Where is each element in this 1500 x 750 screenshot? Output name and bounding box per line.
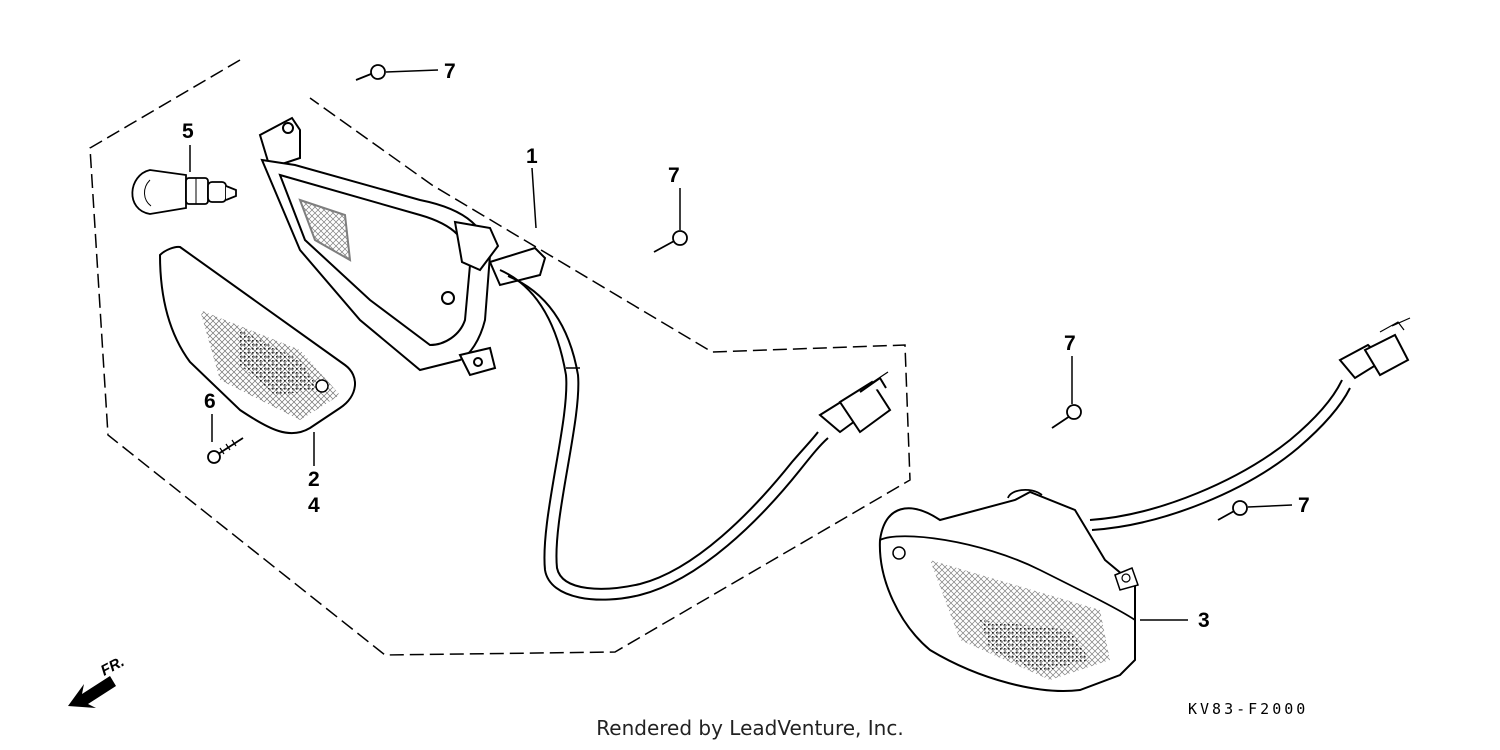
callout-2: 2 [308,468,320,491]
direction-label: FR. [98,653,127,679]
lamp-housing-part [258,116,547,377]
wire-harness-left [499,269,829,601]
callout-3: 3 [1198,609,1210,632]
credit-text: Rendered by LeadVenture, Inc. [596,716,904,740]
wire-harness-right [1089,379,1351,531]
screw-part-7c [1051,356,1082,429]
callout-1: 1 [526,145,538,168]
drawing-code: KV83-F2000 [1188,700,1309,718]
callout-5: 5 [182,120,194,143]
callout-7a: 7 [444,60,456,83]
callout-6: 6 [204,390,216,413]
bulb-part [131,169,237,215]
callout-4: 4 [308,494,320,517]
screw-part-7a [355,64,439,81]
connector-left [818,371,892,434]
screw-part-6 [207,437,244,464]
lens-part [158,245,356,435]
callout-7b: 7 [668,164,680,187]
callout-7c: 7 [1064,332,1076,355]
front-arrow-icon: FR. [68,653,127,708]
callout-7d: 7 [1298,494,1310,517]
lamp-part-3 [878,488,1139,692]
screw-part-7b [653,188,688,253]
leader-lines [189,145,1188,621]
connector-right [1338,317,1411,380]
screw-part-7d [1217,500,1293,521]
